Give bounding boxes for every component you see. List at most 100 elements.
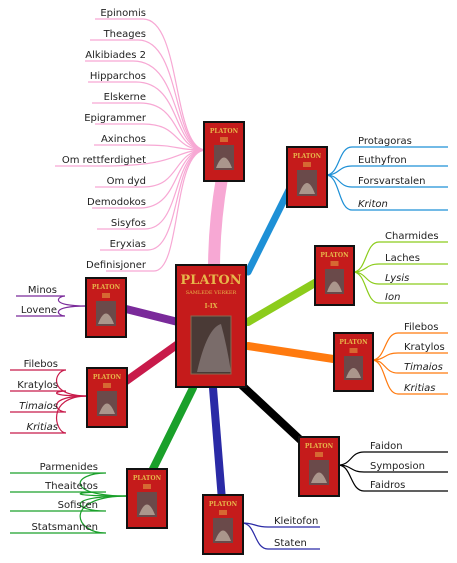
leaf-connector [325,165,448,176]
leaf-connector [352,241,448,273]
leaf-connector [337,464,448,492]
trunk-left-1 [118,304,182,326]
book-cover-bottom-left: PLATON [126,468,168,529]
leaf-connector [16,295,88,307]
book-title: PLATON [339,339,368,346]
dialogue-label: Euthyfron [358,155,407,166]
dialogue-label: Forsvarstalen [358,176,426,187]
book-title: PLATON [293,153,322,160]
leaf-connector [88,81,207,151]
leaf-connector [94,144,207,151]
dialogue-label: Timaios [19,401,58,412]
book-cover-bottom-mid: PLATON [202,494,244,555]
dialogue-label: Hipparchos [90,71,146,82]
leaf-connector [10,390,89,397]
book-cover-top: PLATON [203,121,245,182]
dialogue-label: Epigrammer [84,113,147,124]
dialogue-label: Lovene [21,305,57,316]
dialogue-label: Protagoras [358,136,412,147]
dialogue-label: Kriton [358,199,388,210]
dialogue-label: Kratylos [17,380,58,391]
dialogue-label: Alkibiades 2 [85,50,146,61]
book-cover-right-4: PLATON [298,436,340,497]
trunk-right-2 [244,276,324,326]
dialogue-label: Charmides [385,231,439,242]
leaf-connector [10,369,89,397]
leaf-connectors [10,18,448,550]
trunk-right-4 [230,374,312,451]
leaf-connector [85,60,207,151]
leaf-connector [325,146,448,176]
trunk-top [208,172,228,276]
dialogue-label: Filebos [404,322,438,333]
dialogue-label: Om dyd [107,176,146,187]
dialogue-label: Filebos [24,359,58,370]
leaf-connector [95,123,207,151]
dialogue-label: Timaios [404,362,443,373]
dialogue-label: Parmenides [40,462,98,473]
leaf-connector [10,395,89,413]
leaf-connector [10,472,129,497]
trunk-bottom-left [146,384,197,479]
dialogue-label: Faidon [370,441,403,452]
book-cover-right-3: PLATON [333,332,374,392]
leaf-connector [55,149,207,167]
book-title: PLATON [93,374,122,381]
leaf-connector [241,522,320,550]
dialogue-label: Elskerne [104,92,146,103]
dialogue-label: Staten [274,538,307,549]
book-title: PLATON [92,284,121,291]
leaf-connector [10,495,129,512]
dialogue-label: Theaitetos [44,481,98,492]
dialogue-label: Theages [103,29,146,40]
dialogue-label: Ion [385,292,400,303]
book-title: PLATON [305,443,334,450]
leaf-connector [371,352,448,361]
dialogue-label: Kratylos [404,342,445,353]
leaf-connector [352,263,448,273]
dialogue-label: Om rettferdighet [62,155,146,166]
leaf-connector [106,149,207,272]
leaf-connector [371,359,448,395]
dialogue-label: Demodokos [87,197,146,208]
dialogue-label: Symposion [370,461,425,472]
trunk-right-3 [244,342,344,364]
dialogue-label: Statsmannen [31,522,98,533]
book-cover-left-2: PLATON [86,367,128,428]
book-title: PLATON [180,273,241,288]
leaf-connector [371,332,448,361]
leaf-connector [10,395,89,434]
dialogue-label: Definisjoner [86,260,147,271]
leaf-connector [10,491,129,497]
dialogue-label: Minos [28,285,57,296]
dialogue-label: Sofisten [58,500,98,511]
dialogue-label: Kritias [27,422,58,433]
book-cover-right-1: PLATON [286,146,328,208]
dialogue-label: Kleitofon [274,516,318,527]
book-title: PLATON [209,501,238,508]
book-title: PLATON [320,252,349,259]
leaf-connector [10,495,129,534]
dialogue-label: Kritias [404,383,435,394]
dialogue-label: Epinomis [100,8,146,19]
dialogue-label: Lysis [385,273,409,284]
leaf-connector [352,271,448,304]
dialogue-label: Sisyfos [111,218,146,229]
book-volume: I-IX [205,303,218,310]
dialogue-label: Eryxias [110,239,146,250]
leaf-connector [16,305,88,317]
book-cover-left-1: PLATON [85,277,127,338]
dialogue-label: Axinchos [101,134,146,145]
leaf-connector [95,18,207,151]
dialogue-label: Laches [385,253,420,264]
leaf-connector [337,451,448,466]
book-title: PLATON [133,475,162,482]
trunk-left-2 [118,340,182,388]
leaf-connector [92,102,207,151]
dialogue-label: Faidros [370,480,405,491]
book-cover-right-2: PLATON [314,245,355,306]
